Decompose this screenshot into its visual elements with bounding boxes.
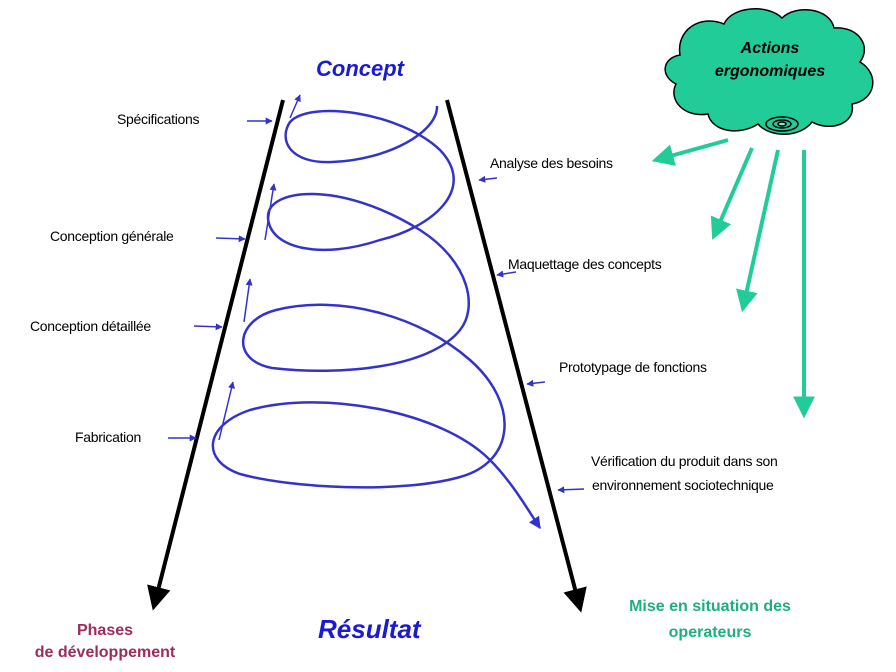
label-conception-detaillee: Conception détaillée: [30, 318, 151, 334]
cloud-icon: [664, 8, 874, 135]
label-conception-generale: Conception générale: [50, 228, 174, 244]
label-verification-line1: Vérification du produit dans son: [591, 453, 778, 469]
concept-title: Concept: [316, 56, 404, 81]
cloud-label-line2: ergonomiques: [714, 63, 826, 80]
pointer-conception-generale: [215, 235, 246, 243]
pointer-prototypage: [526, 379, 546, 387]
pointer-verification: [557, 486, 585, 494]
label-prototypage: Prototypage de fonctions: [559, 359, 707, 375]
green-arrow-3: [736, 149, 780, 313]
label-verification-line2: environnement sociotechnique: [592, 477, 774, 493]
pointer-maquettage: [496, 270, 517, 278]
phases-line1: Phases: [76, 622, 134, 639]
phases-developpement-label: Phases de développement: [0, 620, 210, 664]
mise-en-situation-label: Mise en situation des operateurs: [595, 594, 825, 646]
label-fabrication: Fabrication: [75, 429, 141, 445]
spiral-up-arrow-2: [264, 183, 277, 241]
development-spiral: [211, 105, 542, 529]
pointer-conception-detaillee: [193, 323, 223, 331]
label-analyse-besoins: Analyse des besoins: [490, 155, 613, 171]
phases-line2: de développement: [34, 644, 176, 661]
cloud-label: Actions ergonomiques: [700, 37, 840, 83]
mise-line2: operateurs: [668, 624, 752, 641]
spiral-up-arrow-1: [289, 94, 301, 119]
result-title: Résultat: [318, 614, 421, 644]
spiral-up-arrow-3: [243, 278, 253, 323]
pointer-analyse-besoins: [478, 175, 498, 183]
cloud-label-line1: Actions: [740, 40, 800, 57]
label-maquettage: Maquettage des concepts: [508, 256, 662, 272]
spiral-up-arrow-4: [218, 381, 235, 441]
green-arrow-1: [651, 138, 729, 166]
label-specifications: Spécifications: [117, 111, 200, 127]
green-arrow-2: [710, 147, 754, 241]
mise-line1: Mise en situation des: [629, 598, 791, 615]
funnel-left-arrow: [147, 99, 285, 611]
funnel-right-arrow: [445, 99, 587, 613]
